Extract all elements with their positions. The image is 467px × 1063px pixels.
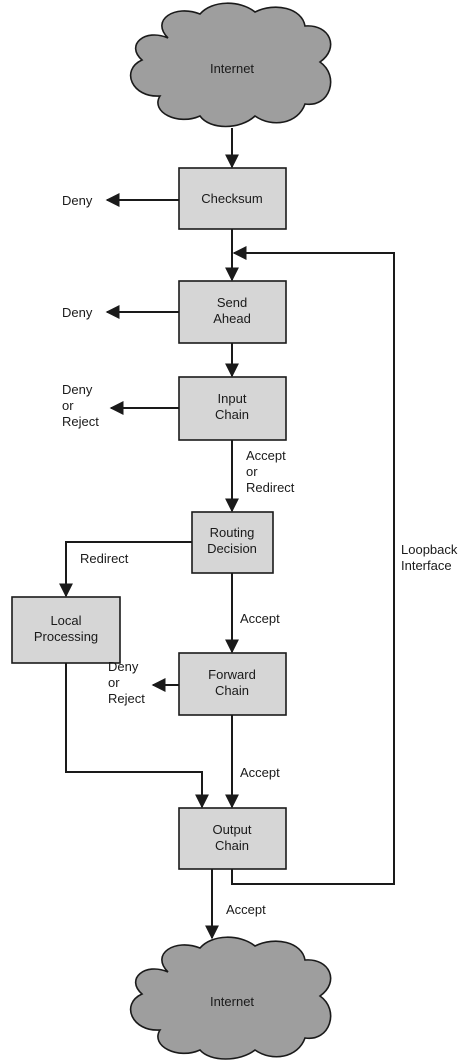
text-line: Chain — [215, 407, 249, 422]
text-line: Forward — [208, 667, 256, 682]
text-line: Decision — [207, 541, 257, 556]
text-line: Loopback — [401, 542, 458, 557]
text-line: Interface — [401, 558, 452, 573]
text-line: Redirect — [80, 551, 129, 566]
arrow-loopback — [231, 246, 395, 885]
output-chain-box — [178, 807, 287, 870]
internet-bottom-label: Internet — [210, 994, 254, 1009]
text-line: Routing — [210, 525, 255, 540]
text-line: Redirect — [246, 480, 295, 495]
checksum-box — [178, 167, 287, 230]
text-line: Chain — [215, 838, 249, 853]
internet-cloud-top — [129, 2, 332, 128]
text-line: Reject — [62, 414, 99, 429]
internet-top-label: Internet — [210, 61, 254, 76]
text-line: Ahead — [213, 311, 251, 326]
text-line: Processing — [34, 629, 98, 644]
text-line: Chain — [215, 683, 249, 698]
checksum-deny-label: Deny — [62, 193, 93, 208]
internet-cloud-bottom — [129, 936, 332, 1060]
text-line: Deny — [62, 382, 93, 397]
local-processing-box — [11, 596, 121, 664]
routing-accept-label: Accept — [240, 611, 280, 626]
input-chain-box — [178, 376, 287, 441]
text-line: Accept — [240, 611, 280, 626]
text-line: Accept — [246, 448, 286, 463]
text-line: Input — [218, 391, 247, 406]
forward-accept-label: Accept — [240, 765, 280, 780]
text-line: Accept — [240, 765, 280, 780]
text-line: Accept — [226, 902, 266, 917]
checksum-label: Checksum — [201, 191, 262, 206]
text-line: Reject — [108, 691, 145, 706]
text-line: Deny — [62, 305, 93, 320]
arrow-local-to-output — [65, 663, 209, 809]
send-ahead-deny-label: Deny — [62, 305, 93, 320]
text-line: Output — [212, 822, 251, 837]
text-line: Internet — [210, 61, 254, 76]
text-line: Send — [217, 295, 247, 310]
arrow-routing-redirect — [59, 541, 192, 598]
routing-redirect-label: Redirect — [80, 551, 129, 566]
text-line: Deny — [108, 659, 139, 674]
output-accept-label: Accept — [226, 902, 266, 917]
text-line: Internet — [210, 994, 254, 1009]
text-line: or — [62, 398, 74, 413]
text-line: Deny — [62, 193, 93, 208]
text-line: or — [108, 675, 120, 690]
text-line: Local — [50, 613, 81, 628]
text-line: Checksum — [201, 191, 262, 206]
text-line: or — [246, 464, 258, 479]
